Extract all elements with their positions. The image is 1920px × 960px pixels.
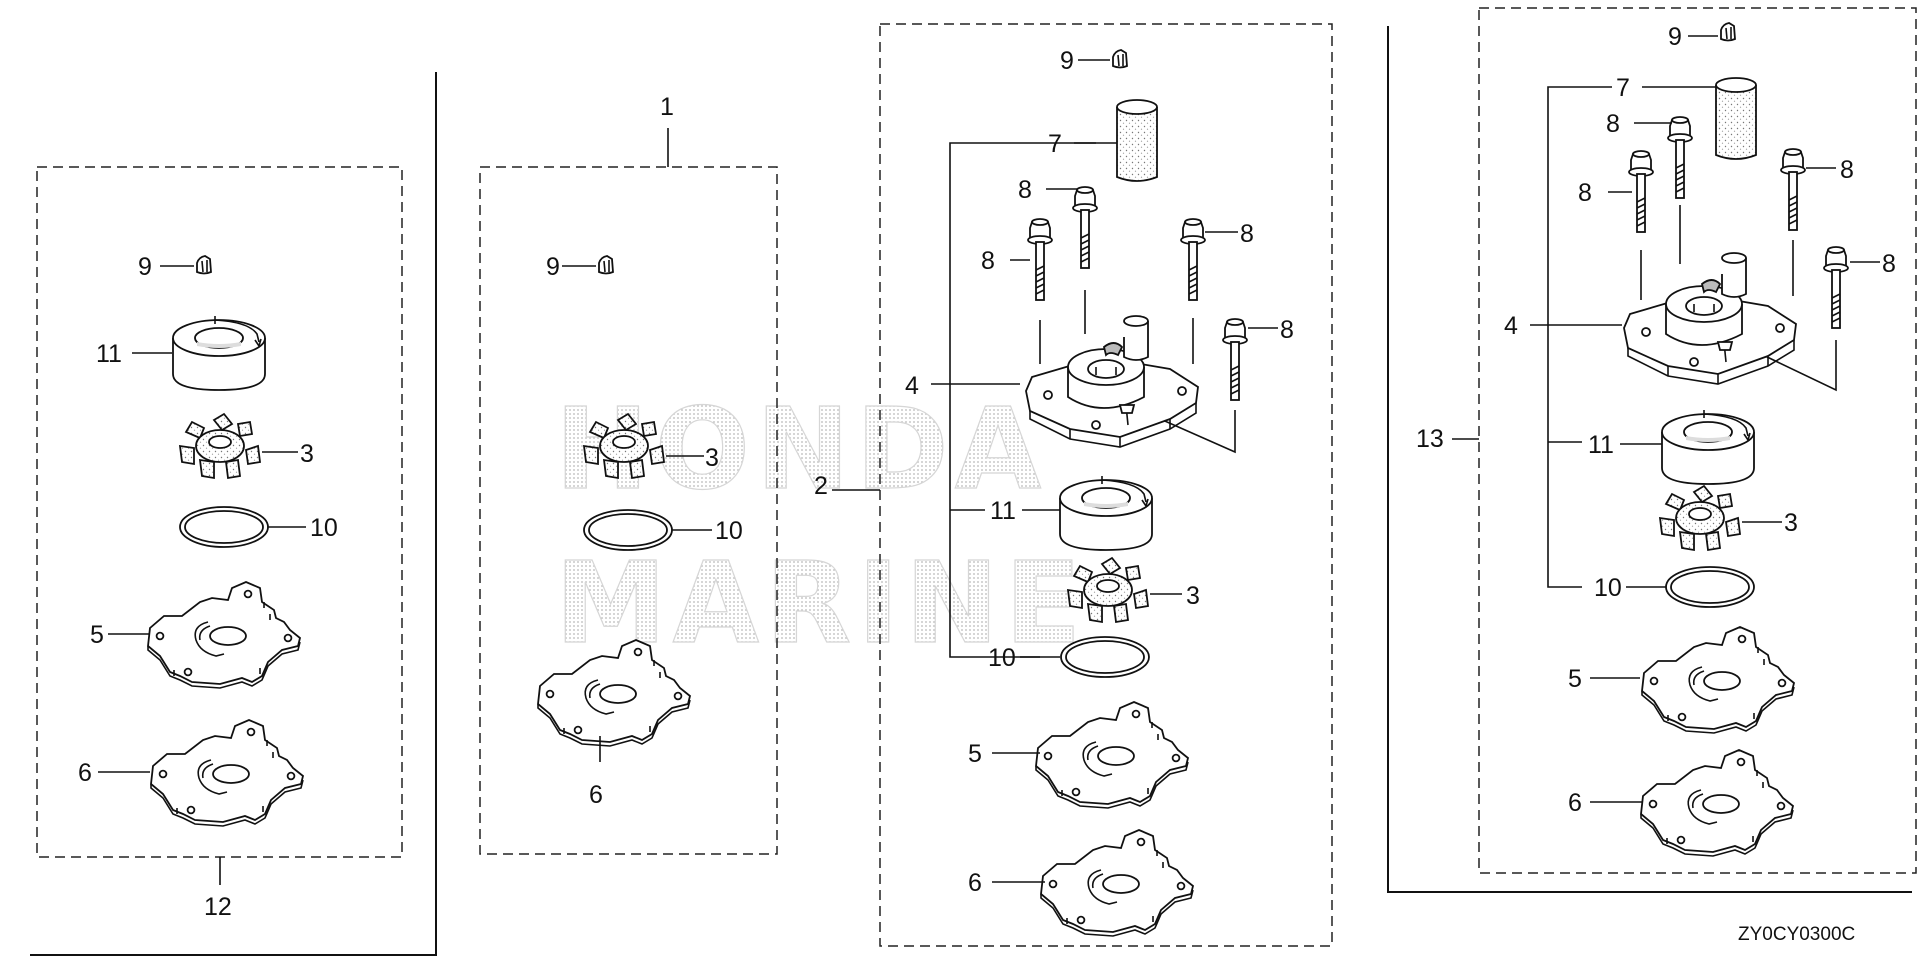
callout-9: 9 (546, 253, 560, 281)
callout-6: 6 (1568, 789, 1582, 817)
bolt-part (1180, 218, 1206, 301)
callout-5: 5 (1568, 665, 1582, 693)
watermark-line-1: HONDA (555, 385, 1047, 515)
sleeve-part (1116, 99, 1158, 182)
callout-3: 3 (1186, 582, 1200, 610)
callout-6: 6 (589, 781, 603, 809)
plate-part (1640, 749, 1794, 857)
callout-9: 9 (1060, 47, 1074, 75)
callout-3: 3 (300, 440, 314, 468)
callout-5: 5 (968, 740, 982, 768)
assembly-2-group: 9 7 8 8 8 8 4 2 11 3 10 (814, 23, 1333, 947)
frame-lines (30, 26, 1912, 956)
callout-8-b: 8 (981, 247, 995, 275)
bolt-part (1628, 150, 1654, 233)
pump-housing-part (1623, 252, 1797, 385)
callout-8-a: 8 (1606, 110, 1620, 138)
watermark: HONDA MARINE (554, 384, 1081, 669)
callout-8-a: 8 (1018, 176, 1032, 204)
callout-8-c: 8 (1840, 156, 1854, 184)
bolt-part (1222, 318, 1248, 401)
callout-kit-13: 13 (1416, 425, 1444, 453)
bolt-part (1780, 148, 1806, 231)
seal-ring-part (1661, 409, 1755, 485)
woodruff-key-part (1720, 22, 1736, 42)
gasket-plate-part (147, 581, 301, 689)
callout-7: 7 (1616, 74, 1630, 102)
woodruff-key-part (196, 255, 212, 275)
bolt-part (1667, 116, 1693, 199)
callout-kit-1: 1 (660, 93, 674, 121)
callout-7: 7 (1048, 130, 1062, 158)
plate-part (150, 719, 304, 827)
pump-housing-part (1025, 315, 1199, 448)
impeller-part (179, 413, 261, 479)
callout-8-b: 8 (1578, 179, 1592, 207)
callout-kit-12: 12 (204, 893, 232, 921)
o-ring-part (1665, 566, 1755, 608)
kit-1-group: 1 9 3 10 6 (479, 93, 778, 855)
callout-9: 9 (1668, 23, 1682, 51)
assembly-13-box (1478, 7, 1917, 874)
callout-8-c: 8 (1240, 220, 1254, 248)
callout-10: 10 (1594, 574, 1622, 602)
sleeve-part (1715, 77, 1757, 160)
callout-6: 6 (968, 869, 982, 897)
callout-11: 11 (1588, 431, 1614, 459)
callout-8-d: 8 (1280, 316, 1294, 344)
impeller-part (1659, 485, 1741, 551)
seal-ring-part (1059, 475, 1153, 551)
plate-part (1040, 829, 1194, 937)
bolt-part (1823, 246, 1849, 329)
woodruff-key-part (1112, 49, 1128, 69)
frame-right (1387, 26, 1912, 893)
callout-10: 10 (988, 644, 1016, 672)
callout-4: 4 (905, 372, 919, 400)
o-ring-part (179, 506, 269, 548)
gasket-plate-part (1641, 626, 1795, 734)
bolt-part (1027, 218, 1053, 301)
frame-left (30, 72, 437, 956)
gasket-plate-part (1035, 701, 1189, 809)
woodruff-key-part (598, 255, 614, 275)
kit-12-group: 9 11 3 10 5 6 12 (36, 166, 403, 921)
callout-6: 6 (78, 759, 92, 787)
bolt-part (1072, 186, 1098, 269)
callout-3: 3 (1784, 509, 1798, 537)
callout-3: 3 (705, 444, 719, 472)
callout-5: 5 (90, 621, 104, 649)
assembly-13-group: 9 7 8 8 8 8 4 13 11 3 10 (1416, 7, 1917, 874)
diagram-code: ZY0CY0300C (1738, 924, 1855, 945)
callout-11: 11 (96, 340, 122, 368)
callout-8-d: 8 (1882, 250, 1896, 278)
kit-1-box (479, 166, 778, 855)
seal-ring-part (172, 315, 266, 391)
callout-10: 10 (715, 517, 743, 545)
callout-11: 11 (990, 497, 1016, 525)
callout-10: 10 (310, 514, 338, 542)
callout-kit-2: 2 (814, 472, 828, 500)
callout-9: 9 (138, 253, 152, 281)
callout-4: 4 (1504, 312, 1518, 340)
assembly-2-box (879, 23, 1333, 947)
